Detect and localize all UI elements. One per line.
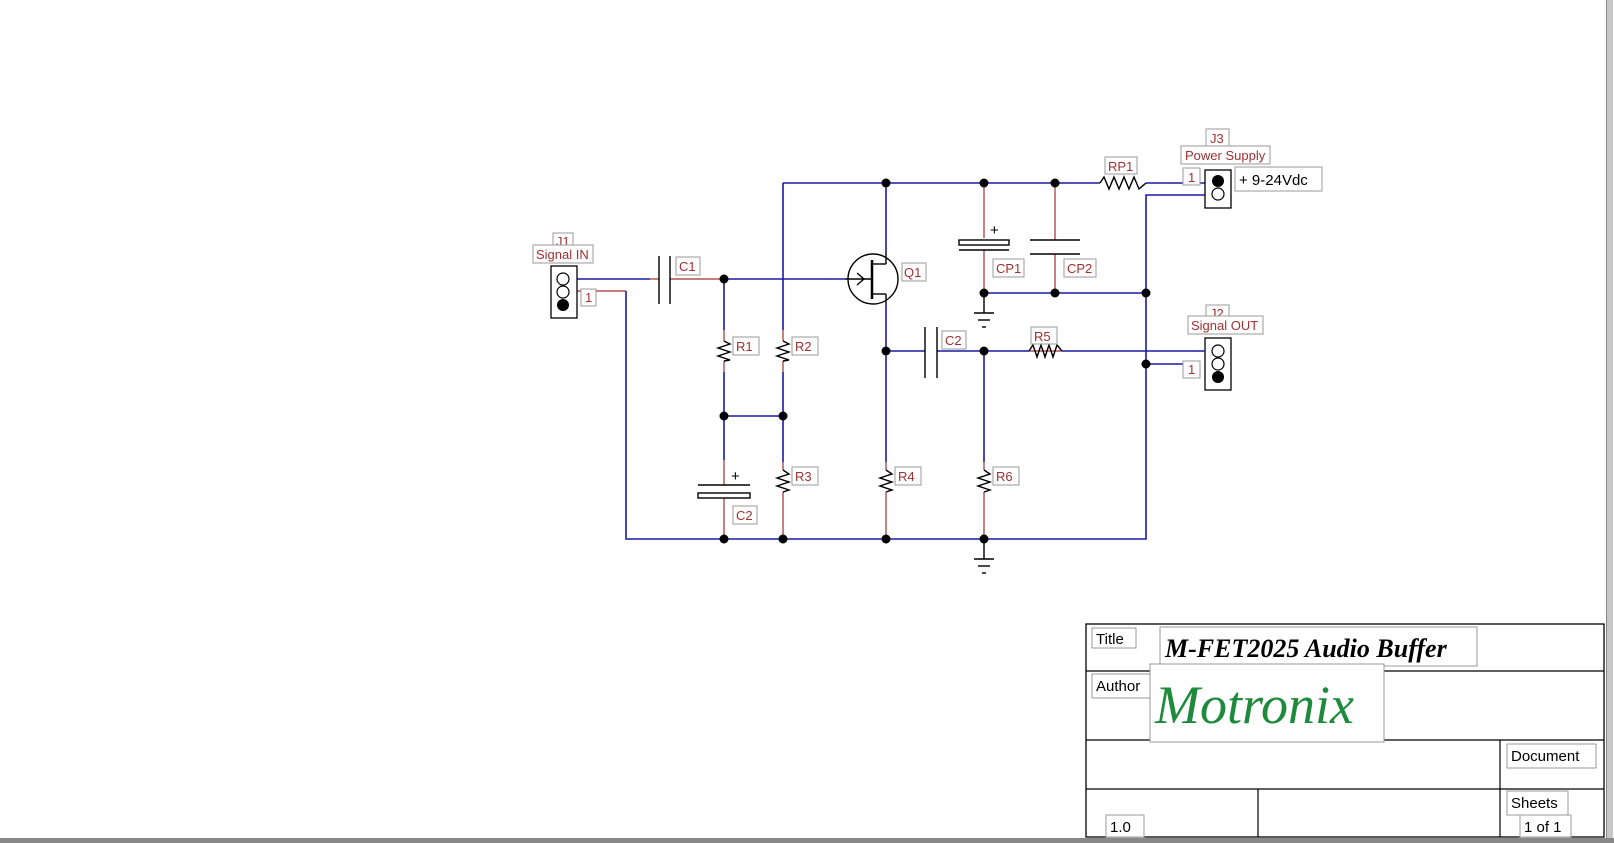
schematic-title: M-FET2025 Audio Buffer	[1164, 634, 1448, 663]
r2-ref: R2	[795, 339, 812, 354]
capacitor-cp1[interactable]: + CP1	[958, 222, 1025, 278]
q1-ref: Q1	[904, 265, 921, 280]
resistor-r3[interactable]: R3	[774, 466, 819, 493]
cp2-ref: CP2	[1067, 261, 1092, 276]
j3-pin: 1	[1188, 170, 1195, 185]
window-bottom-edge	[0, 838, 1614, 843]
revision-value: 1.0	[1110, 819, 1131, 836]
capacitor-c2-series[interactable]: C2	[924, 327, 967, 378]
r6-ref: R6	[996, 469, 1013, 484]
resistor-r4[interactable]: R4	[877, 466, 922, 493]
junction-dots	[719, 178, 1151, 544]
j1-pin: 1	[585, 290, 592, 305]
c2-left-ref: C2	[736, 508, 753, 523]
window-right-edge	[1606, 0, 1613, 843]
j3-value: Power Supply	[1185, 148, 1266, 163]
component-leads	[577, 183, 1062, 539]
connector-j2[interactable]: J2 Signal OUT 1	[1182, 304, 1264, 391]
r3-ref: R3	[795, 469, 812, 484]
j3-ref: J3	[1210, 131, 1224, 146]
capacitor-cp2[interactable]: CP2	[1030, 239, 1097, 278]
j3-supply-label: + 9-24Vdc	[1239, 172, 1308, 189]
connector-j3[interactable]: J3 Power Supply 1 + 9-24Vdc	[1180, 128, 1323, 209]
sheets-label: Sheets	[1511, 795, 1558, 812]
title-block: Title M-FET2025 Audio Buffer Author Motr…	[1085, 623, 1605, 838]
c2-polarity-mark: +	[731, 468, 740, 485]
r5-ref: R5	[1034, 329, 1051, 344]
author-label: Author	[1096, 678, 1140, 695]
c2-right-ref: C2	[945, 333, 962, 348]
title-label: Title	[1096, 631, 1124, 648]
cp1-polarity-mark: +	[990, 222, 999, 239]
resistor-r2[interactable]: R2	[774, 336, 819, 362]
sheets-value: 1 of 1	[1524, 819, 1562, 836]
resistor-r5[interactable]: R5	[1028, 326, 1063, 360]
wires	[577, 182, 1205, 540]
c1-ref: C1	[679, 259, 696, 274]
resistor-r6[interactable]: R6	[975, 466, 1020, 493]
ground-symbol-bottom	[974, 539, 994, 574]
capacitor-c2-polarized[interactable]: + C2	[697, 468, 758, 525]
j1-value: Signal IN	[536, 247, 589, 262]
j2-pin: 1	[1188, 362, 1195, 377]
resistor-r1[interactable]: R1	[715, 336, 760, 362]
r1-ref: R1	[736, 339, 753, 354]
j2-value: Signal OUT	[1191, 318, 1258, 333]
r4-ref: R4	[898, 469, 915, 484]
cp1-ref: CP1	[996, 261, 1021, 276]
ground-symbol-top	[974, 293, 994, 328]
document-label: Document	[1511, 748, 1580, 765]
author-logo: Motronix	[1154, 675, 1354, 735]
capacitor-c1[interactable]: C1	[658, 256, 701, 304]
resistor-rp1[interactable]: RP1	[1099, 156, 1147, 191]
transistor-q1[interactable]: Q1	[845, 252, 927, 305]
connector-j1[interactable]: J1 Signal IN 1	[532, 232, 597, 319]
rp1-ref: RP1	[1108, 159, 1133, 174]
